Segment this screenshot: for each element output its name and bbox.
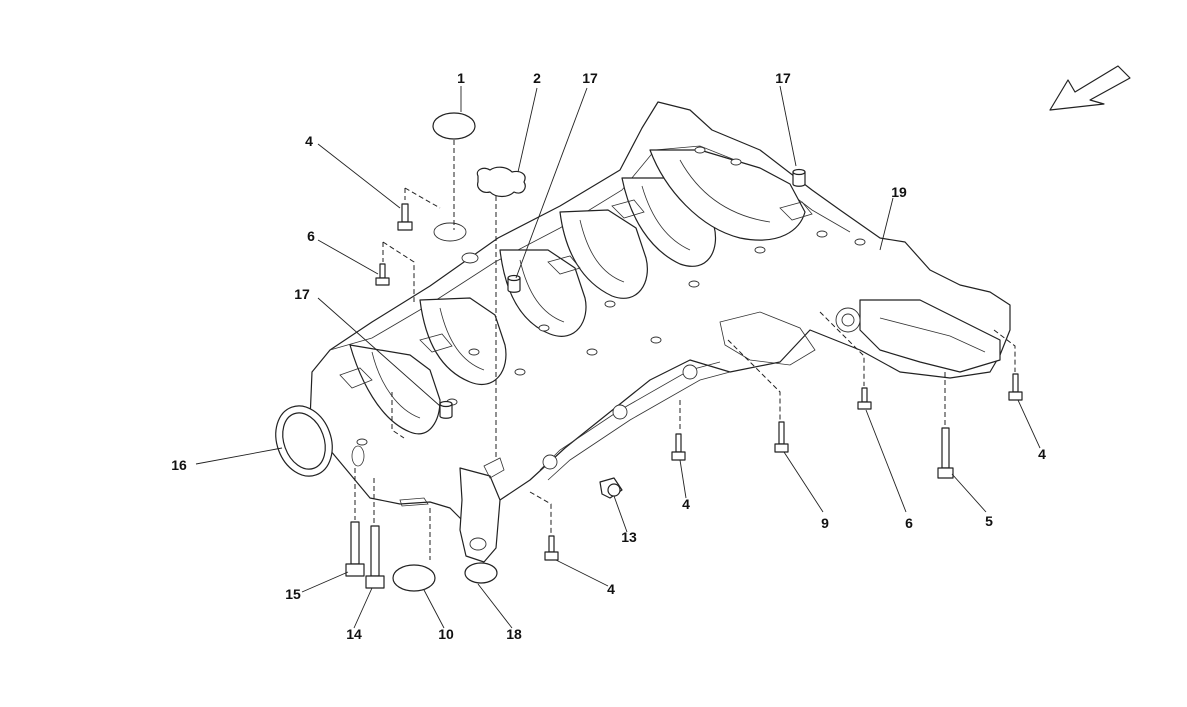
oil-gallery-rail xyxy=(539,361,731,481)
bearing-saddles xyxy=(349,149,806,435)
bolt-15 xyxy=(345,521,365,577)
callout-14: 14 xyxy=(346,626,362,642)
callout-15: 15 xyxy=(285,586,301,602)
bolt-6-upper xyxy=(375,263,390,286)
callout-18: 18 xyxy=(506,626,522,642)
direction-arrow-icon xyxy=(1049,65,1131,111)
callout-16: 16 xyxy=(171,457,187,473)
bolt-4-right xyxy=(1008,373,1023,401)
callout-19: 19 xyxy=(891,184,907,200)
bolt-14 xyxy=(365,525,385,589)
bolt-4-lower xyxy=(544,535,559,561)
bolt-4-mid xyxy=(671,433,686,461)
deck-holes xyxy=(356,146,866,446)
callout-10: 10 xyxy=(438,626,454,642)
side-housing xyxy=(719,299,1001,373)
callout-4-upper: 4 xyxy=(305,133,313,149)
crankcase-block xyxy=(309,101,1011,563)
bulkhead-pads xyxy=(339,199,813,389)
callout-5: 5 xyxy=(985,513,993,529)
callout-17-upper-left: 17 xyxy=(582,70,598,86)
callout-1: 1 xyxy=(457,70,465,86)
leader-lines xyxy=(195,85,1041,629)
o-ring-10 xyxy=(392,564,436,592)
callout-4-right: 4 xyxy=(1038,446,1046,462)
callout-9: 9 xyxy=(821,515,829,531)
callout-4-mid: 4 xyxy=(682,496,690,512)
callout-17-lower: 17 xyxy=(294,286,310,302)
bolt-6-lower xyxy=(857,387,872,410)
o-ring-18 xyxy=(464,562,498,584)
bolt-9 xyxy=(774,421,789,453)
callout-13: 13 xyxy=(621,529,637,545)
front-leg xyxy=(459,457,505,563)
callout-17-upper-right: 17 xyxy=(775,70,791,86)
seal-bore xyxy=(351,445,429,507)
dowel-17-mid xyxy=(507,274,521,293)
callout-6-upper: 6 xyxy=(307,228,315,244)
gasket-2 xyxy=(476,166,526,198)
dowel-17-low xyxy=(439,400,453,419)
assembly-lines xyxy=(354,140,1016,560)
bolt-5 xyxy=(937,427,954,479)
plug-13 xyxy=(599,477,623,499)
callout-6-lower: 6 xyxy=(905,515,913,531)
callout-labels: 1 2 17 17 4 6 17 19 16 4 9 6 5 4 13 4 15… xyxy=(171,70,1046,642)
front-seal-16 xyxy=(275,405,333,477)
dowel-17-top xyxy=(792,168,806,187)
callout-4-lower: 4 xyxy=(607,581,615,597)
bolt-4-upper xyxy=(397,203,413,231)
o-ring-1 xyxy=(432,112,476,140)
callout-2: 2 xyxy=(533,70,541,86)
